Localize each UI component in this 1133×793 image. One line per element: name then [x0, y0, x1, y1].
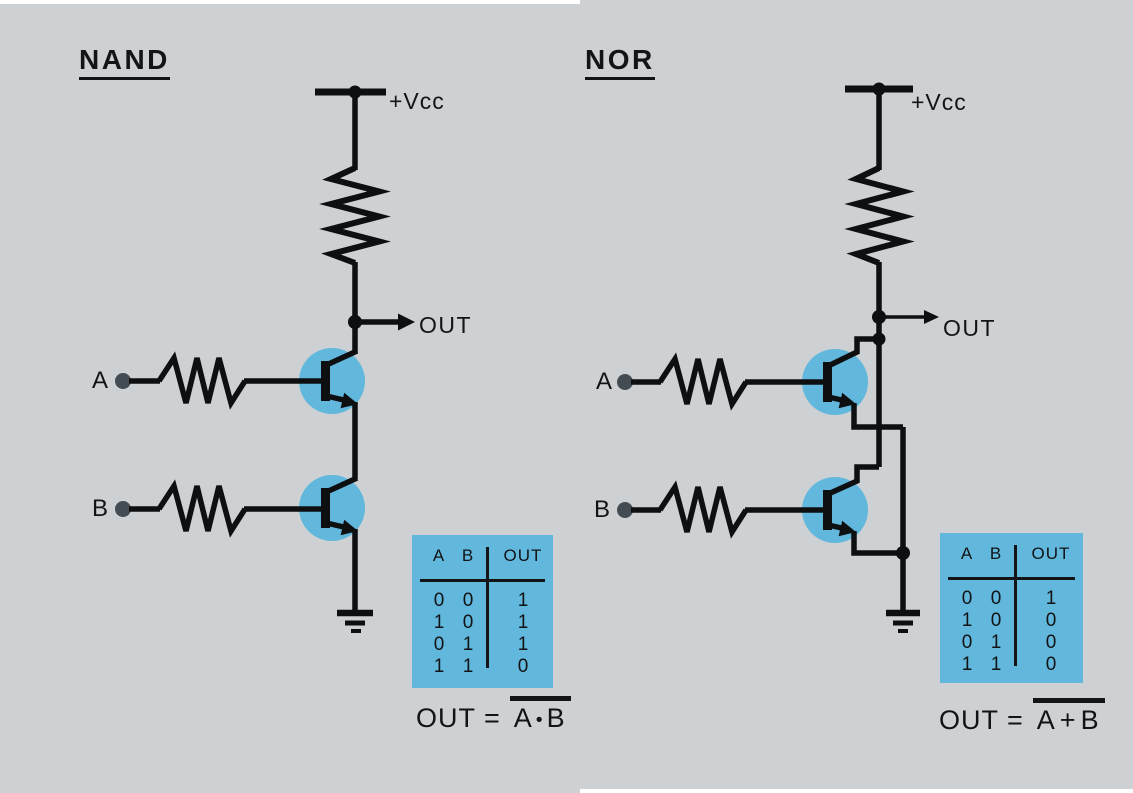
- formula-term-b: B: [1080, 705, 1100, 735]
- cell-out: 0: [1045, 610, 1057, 631]
- cell-a: 1: [433, 612, 445, 633]
- cell-b: 1: [990, 654, 1002, 675]
- table-horizontal-divider: [948, 577, 1075, 580]
- nand-input-a-terminal-dot: [115, 373, 131, 389]
- table-vertical-divider: [486, 547, 489, 668]
- nand-pullup-resistor-icon: [319, 165, 391, 266]
- table-horizontal-divider: [420, 579, 545, 582]
- nor-truth-table: A B OUT 0 0 1 1 0 0 0 1 0 1 1 0: [940, 533, 1083, 683]
- nand-input-b-label: B: [92, 495, 109, 522]
- nor-input-a-label: A: [596, 368, 613, 395]
- cell-out: 0: [517, 656, 529, 677]
- cell-out: 1: [1045, 588, 1057, 609]
- nand-vcc-label: +Vcc: [389, 88, 445, 114]
- col-header-out: OUT: [503, 546, 543, 565]
- nor-out-arrow-icon: [879, 310, 939, 324]
- cell-b: 1: [462, 656, 474, 677]
- col-header-a: A: [960, 544, 974, 563]
- cell-a: 1: [433, 656, 445, 677]
- nor-input-b-label: B: [594, 496, 611, 523]
- cell-b: 0: [462, 612, 474, 633]
- cell-out: 1: [517, 590, 529, 611]
- formula-overlined-expression: A+B: [1032, 698, 1105, 736]
- nor-transistor-q2-icon: [802, 464, 879, 543]
- cell-b: 0: [990, 588, 1002, 609]
- formula-term-a: A: [1036, 705, 1056, 735]
- nor-boolean-formula: OUT = A+B: [939, 698, 1105, 736]
- nor-transistor-q1-icon: [802, 336, 879, 415]
- nand-ground-icon: [337, 609, 373, 633]
- nor-ground-icon: [886, 609, 920, 633]
- cell-out: 1: [517, 612, 529, 633]
- nor-pullup-resistor-icon: [844, 165, 915, 266]
- col-header-b: B: [461, 546, 475, 565]
- nand-out-arrow-icon: [355, 313, 415, 331]
- nand-transistor-q2-icon: [299, 475, 365, 541]
- and-operator-dot: •: [535, 709, 544, 731]
- nand-transistor-q1-icon: [299, 348, 365, 414]
- nand-out-label: OUT: [419, 312, 473, 338]
- cell-a: 0: [961, 588, 973, 609]
- nand-boolean-formula: OUT = A•B: [416, 696, 571, 734]
- nand-input-a-resistor-icon: [156, 351, 248, 410]
- cell-b: 0: [990, 610, 1002, 631]
- formula-prefix: OUT =: [939, 705, 1024, 735]
- formula-term-a: A: [513, 703, 533, 733]
- cell-out: 1: [517, 634, 529, 655]
- nor-q1-emitter-wire: [851, 403, 903, 430]
- cell-b: 0: [462, 590, 474, 611]
- cell-a: 0: [433, 634, 445, 655]
- cell-b: 1: [462, 634, 474, 655]
- nor-input-b-resistor-icon: [657, 480, 749, 539]
- nand-truth-table: A B OUT 0 0 1 1 0 1 0 1 1 1 1 0: [412, 535, 553, 688]
- nor-input-b-terminal-dot: [617, 502, 633, 518]
- cell-a: 0: [433, 590, 445, 611]
- formula-overlined-expression: A•B: [509, 696, 571, 734]
- nor-out-label: OUT: [943, 315, 997, 341]
- nor-emitter-junction-dot: [896, 546, 910, 560]
- table-vertical-divider: [1014, 545, 1017, 666]
- col-header-out: OUT: [1031, 544, 1071, 563]
- nor-input-a-resistor-icon: [657, 352, 749, 411]
- nor-circuit: [617, 82, 939, 633]
- nor-vcc-label: +Vcc: [911, 89, 967, 115]
- cell-b: 1: [990, 632, 1002, 653]
- nor-gate-title: NOR: [585, 46, 655, 80]
- nand-input-a-label: A: [92, 367, 109, 394]
- nand-circuit: [115, 85, 415, 633]
- nor-q2-emitter-wire: [851, 531, 900, 556]
- scan-seam-top: [0, 0, 580, 4]
- formula-prefix: OUT =: [416, 703, 501, 733]
- nand-input-b-resistor-icon: [156, 479, 248, 538]
- col-header-b: B: [989, 544, 1003, 563]
- cell-a: 1: [961, 610, 973, 631]
- formula-term-b: B: [546, 703, 566, 733]
- cell-a: 1: [961, 654, 973, 675]
- nor-input-a-terminal-dot: [617, 374, 633, 390]
- cell-a: 0: [961, 632, 973, 653]
- or-operator-plus: +: [1059, 705, 1077, 735]
- col-header-a: A: [432, 546, 446, 565]
- cell-out: 0: [1045, 654, 1057, 675]
- nand-input-b-terminal-dot: [115, 501, 131, 517]
- nand-gate-title: NAND: [79, 46, 170, 80]
- cell-out: 0: [1045, 632, 1057, 653]
- scan-seam-bottom: [580, 789, 1133, 793]
